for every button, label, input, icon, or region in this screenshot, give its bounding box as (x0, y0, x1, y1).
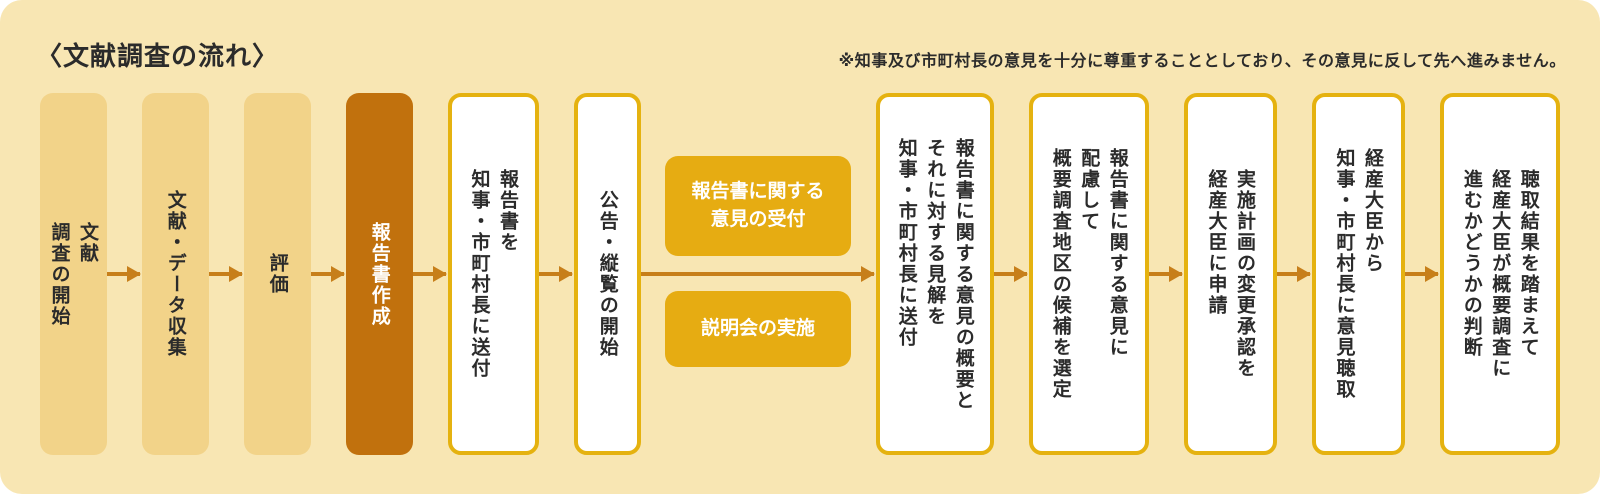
step-data-collection: 文献・データ収集 (142, 93, 209, 455)
step-report-creation: 報告書作成 (346, 93, 413, 455)
step-literature-survey-start: 文献 調査の開始 (40, 93, 107, 455)
step-apply-plan-change: 実施計画の変更承認を 経産大臣に申請 (1184, 93, 1277, 455)
step-evaluation: 評価 (244, 93, 311, 455)
step-select-candidate-area: 報告書に関する意見に 配慮して 概要調査地区の候補を選定 (1029, 93, 1149, 455)
step-send-report: 報告書を 知事・市町村長に送付 (448, 93, 539, 455)
step-label: 評価 (266, 253, 289, 295)
parallel-label: 報告書に関する 意見の受付 (691, 180, 825, 230)
step-label: 経産大臣から 知事・市町村長に意見聴取 (1333, 148, 1385, 400)
parallel-label: 説明会の実施 (700, 317, 815, 340)
step-label: 聴取結果を踏まえて 経産大臣が概要調査に 進むかどうかの判断 (1460, 169, 1540, 379)
step-minister-hearing: 経産大臣から 知事・市町村長に意見聴取 (1312, 93, 1405, 455)
step-label: 文献・データ収集 (164, 190, 187, 358)
parallel-opinion-reception: 報告書に関する 意見の受付 (665, 156, 851, 256)
diagram-note: ※知事及び市町村長の意見を十分に尊重することとしており、その意見に反して先へ進み… (838, 51, 1566, 70)
step-label: 報告書を 知事・市町村長に送付 (468, 169, 520, 379)
step-label: 報告書に関する意見に 配慮して 概要調査地区の候補を選定 (1049, 148, 1129, 400)
step-send-opinion-summary: 報告書に関する意見の概要と それに対する見解を 知事・市町村長に送付 (876, 93, 994, 455)
parallel-briefing-session: 説明会の実施 (665, 291, 851, 367)
step-label: 文献 調査の開始 (48, 221, 100, 327)
step-label: 報告書作成 (368, 221, 391, 327)
step-label: 公告・縦覧の開始 (596, 190, 619, 358)
diagram-title: 〈文献調査の流れ〉 (36, 42, 280, 72)
step-label: 報告書に関する意見の概要と それに対する見解を 知事・市町村長に送付 (895, 137, 975, 411)
step-minister-decision: 聴取結果を踏まえて 経産大臣が概要調査に 進むかどうかの判断 (1440, 93, 1560, 455)
step-public-inspection: 公告・縦覧の開始 (574, 93, 641, 455)
step-label: 実施計画の変更承認を 経産大臣に申請 (1205, 169, 1257, 379)
